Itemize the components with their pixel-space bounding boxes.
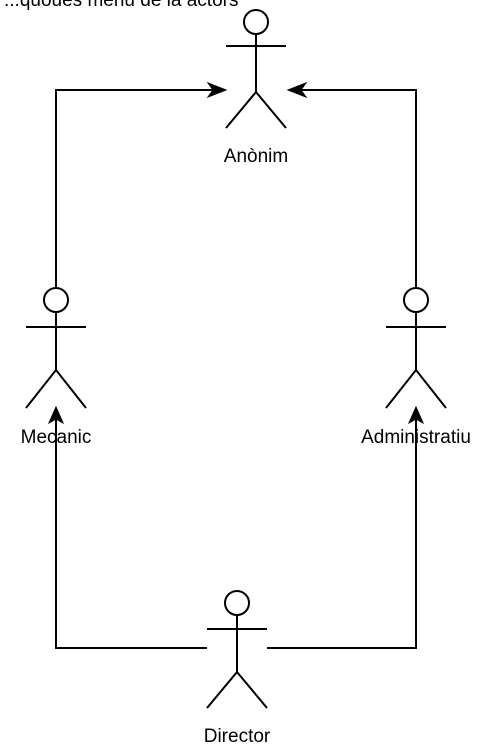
connector-director-mecanic-line — [55, 417, 207, 649]
actor-administratiu-left-leg — [385, 369, 417, 409]
arrowhead-icon — [286, 81, 308, 99]
arrowhead-icon — [407, 405, 425, 425]
actor-anonim-left-leg — [225, 91, 257, 129]
connector-director-to-administratiu[interactable] — [267, 405, 425, 649]
header-partial-text: ...quoues menu de la actors — [4, 0, 238, 11]
connector-administratiu-anonim-line — [296, 89, 417, 288]
arrowhead-icon — [47, 405, 65, 425]
actor-director-right-leg — [236, 671, 268, 709]
actor-mecanic-left-leg — [25, 369, 57, 409]
actor-administratiu-right-leg — [415, 369, 447, 409]
actor-anonim-label: Anònim — [224, 146, 288, 167]
actor-director[interactable]: Director — [204, 590, 271, 745]
actor-anonim[interactable]: Anònim — [224, 9, 288, 167]
arrowhead-icon — [206, 81, 228, 99]
actor-mecanic-right-leg — [55, 369, 87, 409]
actor-director-label: Director — [204, 726, 271, 745]
actor-administratiu-head — [403, 287, 429, 313]
connector-director-administratiu-line — [267, 417, 417, 649]
connector-mecanic-to-anonim[interactable] — [55, 81, 228, 288]
connector-administratiu-to-anonim[interactable] — [286, 81, 417, 288]
actor-director-left-leg — [206, 671, 238, 709]
connector-director-to-mecanic[interactable] — [47, 405, 207, 649]
actor-anonim-right-leg — [255, 91, 287, 129]
actor-mecanic-head — [43, 287, 69, 313]
actor-anonim-head — [243, 9, 269, 35]
connector-mecanic-anonim-line — [55, 89, 218, 288]
actor-director-head — [224, 590, 250, 616]
